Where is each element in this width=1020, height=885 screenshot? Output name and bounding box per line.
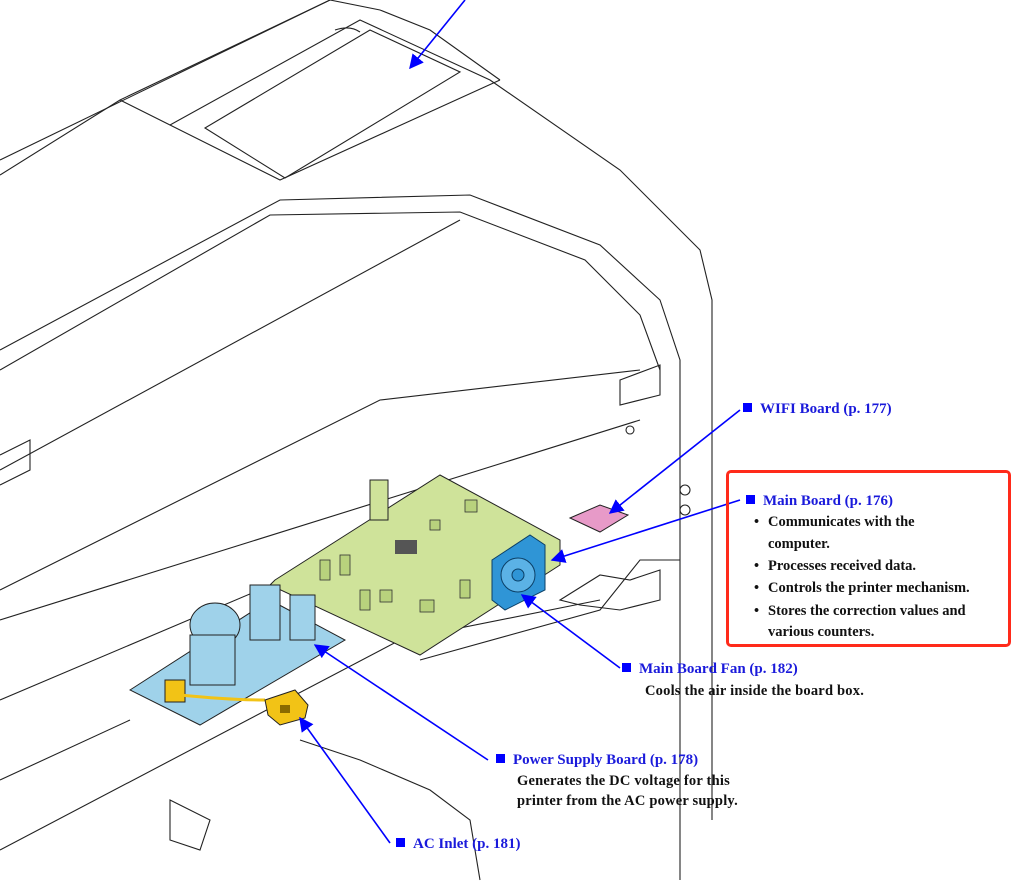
wifi-board-link[interactable]: WIFI Board (p. 177): [743, 400, 892, 418]
main-board-bullet: •Stores the correction values and: [754, 603, 966, 619]
power-supply-board-link[interactable]: Power Supply Board (p. 178): [496, 751, 698, 769]
main-board-highlight-box: [726, 470, 1011, 647]
bullet-square-icon: [496, 754, 505, 763]
main-board-bullet: •Communicates with the: [754, 514, 915, 530]
main-board-bullet: •Controls the printer mechanism.: [754, 580, 970, 596]
bullet-square-icon: [396, 838, 405, 847]
main-board-label: Main Board (p. 176): [763, 493, 894, 509]
wifi-board-label: WIFI Board (p. 177): [760, 401, 892, 417]
ac-inlet-label: AC Inlet (p. 181): [413, 836, 521, 852]
main-board-bullet-cont: various counters.: [768, 624, 875, 640]
printer-housing: [0, 0, 713, 881]
leader-lines: [299, 0, 741, 844]
bullet-square-icon: [743, 403, 752, 412]
power-supply-board-label: Power Supply Board (p. 178): [513, 752, 699, 768]
main-board-bullet-cont: computer.: [768, 536, 830, 552]
bullet-square-icon: [746, 495, 755, 504]
bullet-square-icon: [622, 663, 631, 672]
main-board-fan-description: Cools the air inside the board box.: [645, 683, 865, 699]
main-board-fan-link[interactable]: Main Board Fan (p. 182): [622, 660, 798, 678]
power-supply-description-line: Generates the DC voltage for this: [517, 773, 730, 789]
main-board-fan-label: Main Board Fan (p. 182): [639, 661, 798, 677]
main-board-bullet: •Processes received data.: [754, 558, 917, 574]
wifi-board-graphic: [568, 504, 630, 533]
power-supply-board-graphic: [128, 584, 347, 726]
main-board-fan-graphic: [491, 534, 546, 611]
power-supply-description-line: printer from the AC power supply.: [517, 793, 738, 809]
main-board-graphic: [269, 474, 561, 656]
main-board-link[interactable]: Main Board (p. 176): [746, 492, 893, 510]
ac-inlet-link[interactable]: AC Inlet (p. 181): [396, 835, 521, 853]
